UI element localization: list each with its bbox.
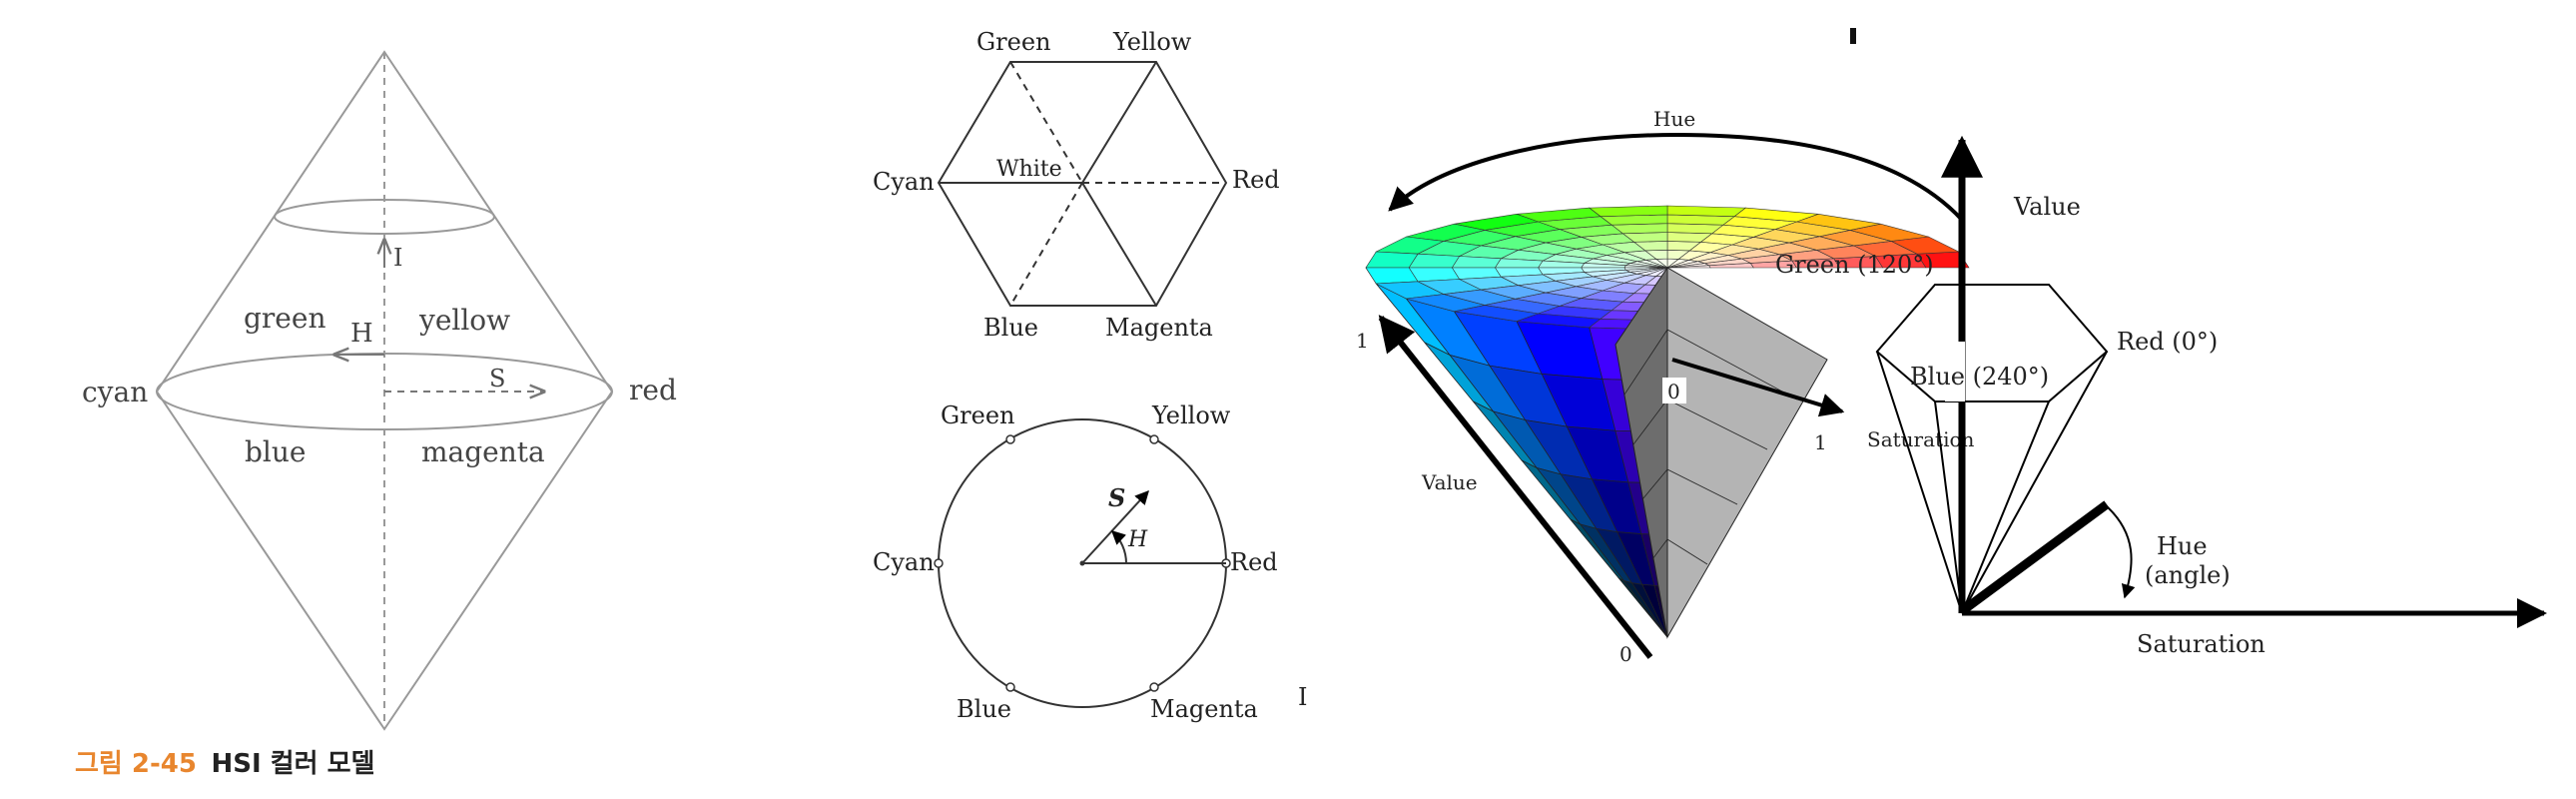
hsv-hue-arc bbox=[1388, 132, 1964, 222]
hexcone-hue-ray bbox=[1959, 500, 2110, 615]
hexcone-label-red: Red (0°) bbox=[2117, 328, 2218, 356]
hex-label-yellow: Yellow bbox=[1112, 28, 1192, 56]
hsv-value-zero: 0 bbox=[1619, 642, 1632, 666]
label-magenta: magenta bbox=[421, 435, 545, 468]
circle-label-h: H bbox=[1127, 527, 1148, 552]
circle-label-blue: Blue bbox=[957, 695, 1011, 723]
label-green: green bbox=[244, 302, 325, 335]
hex-label-green: Green bbox=[976, 28, 1051, 56]
circle-label-green: Green bbox=[941, 401, 1015, 429]
hexcone-label-blue: Blue (240°) bbox=[1910, 363, 2049, 391]
hsi-double-cone: I H S green yellow cyan red blue magenta… bbox=[75, 50, 677, 779]
cone-top-cell bbox=[1365, 251, 1419, 269]
figure-caption: 그림 2-45 HSI 컬러 모델 bbox=[75, 749, 374, 779]
hsv-sat-zero: 0 bbox=[1667, 380, 1680, 403]
cone-top-cell bbox=[1451, 256, 1502, 269]
label-i: I bbox=[393, 244, 402, 272]
hexcone-hue-arc bbox=[2106, 505, 2136, 599]
hexcone-edges bbox=[1876, 351, 2108, 614]
hsv-sat-one: 1 bbox=[1814, 430, 1827, 454]
hue-circle-markers bbox=[934, 434, 1231, 692]
saturation-vector bbox=[1081, 489, 1149, 564]
label-s: S bbox=[489, 365, 505, 393]
hue-angle-arc bbox=[1110, 530, 1127, 564]
figure-caption-title: HSI 컬러 모델 bbox=[211, 749, 374, 779]
cone-top-cell bbox=[1588, 205, 1668, 218]
circle-label-magenta: Magenta bbox=[1150, 695, 1258, 723]
hex-label-red: Red bbox=[1232, 166, 1280, 194]
label-red: red bbox=[629, 374, 677, 406]
hexcone-label-value: Value bbox=[2013, 193, 2081, 221]
circle-label-cyan: Cyan bbox=[873, 548, 935, 576]
circle-label-yellow: Yellow bbox=[1151, 401, 1231, 429]
hex-label-blue: Blue bbox=[983, 314, 1038, 342]
circle-label-s: S bbox=[1108, 483, 1125, 512]
hexcone-label-saturation: Saturation bbox=[2137, 630, 2265, 658]
hsi-hexagon-circle: Green Yellow Cyan White Red Blue Magenta… bbox=[873, 28, 1307, 723]
sat-one-box bbox=[1810, 427, 1832, 453]
hexcone-label-angle: (angle) bbox=[2145, 561, 2231, 589]
hsv-label-value: Value bbox=[1421, 470, 1478, 494]
blue-label-bg bbox=[1945, 342, 1965, 401]
label-blue: blue bbox=[245, 435, 306, 468]
label-h: H bbox=[350, 319, 373, 349]
hexagon-inner-lines bbox=[939, 61, 1157, 307]
hsv-saturation-arrow bbox=[1671, 358, 1845, 417]
cone-top-cell bbox=[1666, 205, 1747, 218]
hexagon-dashed-lines bbox=[1009, 61, 1226, 307]
circle-label-red: Red bbox=[1230, 548, 1278, 576]
hsv-label-hue: Hue bbox=[1653, 107, 1695, 131]
panel-edge-mark: I bbox=[1298, 683, 1307, 711]
cone-top-cell bbox=[1365, 267, 1419, 285]
hsv-hexcone: Value Green (120°) Red (0°) Blue (240°) … bbox=[1775, 135, 2547, 658]
corner-mark bbox=[1850, 28, 1856, 44]
cone-cut-face-right bbox=[1666, 267, 1828, 639]
hexcone-label-hue: Hue bbox=[2157, 532, 2208, 560]
sat-zero-box bbox=[1662, 378, 1686, 403]
label-cyan: cyan bbox=[82, 376, 148, 408]
hsv-value-arrow bbox=[1378, 315, 1653, 659]
hsi-upper-ellipse bbox=[274, 199, 495, 235]
label-yellow: yellow bbox=[418, 304, 510, 337]
cone-cut-grid bbox=[1623, 329, 1798, 565]
hex-label-cyan: Cyan bbox=[873, 168, 935, 196]
hsv-value-one: 1 bbox=[1356, 329, 1369, 353]
hexcone-label-green: Green (120°) bbox=[1775, 251, 1934, 279]
figure-caption-number: 그림 2-45 bbox=[75, 749, 197, 779]
hsv-label-saturation: Saturation bbox=[1867, 427, 1975, 451]
hex-label-white: White bbox=[996, 157, 1062, 182]
hex-label-magenta: Magenta bbox=[1105, 314, 1213, 342]
hsv-color-cone: Hue Value 1 0 0 1 Saturation bbox=[1356, 28, 1975, 666]
